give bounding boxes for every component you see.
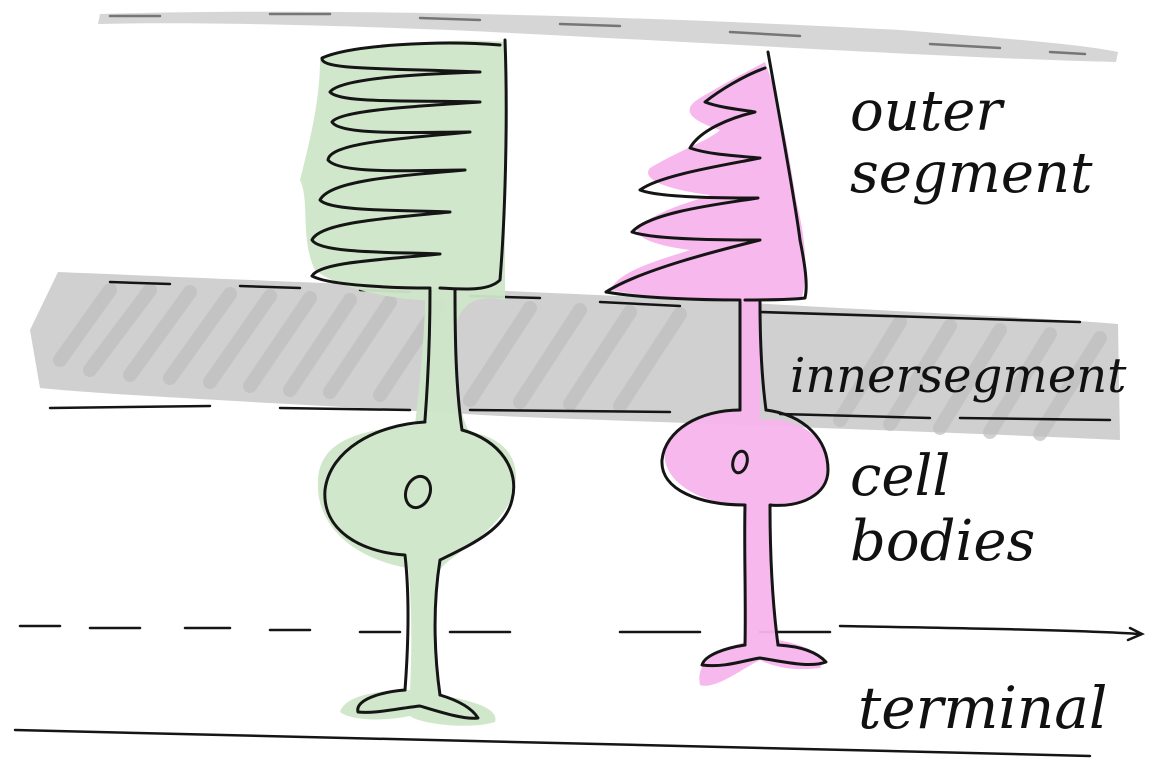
top-gray-band (98, 12, 1118, 62)
label-bodies: bodies (850, 509, 1035, 574)
label-terminal: terminal (858, 674, 1107, 742)
label-cell: cell (850, 444, 950, 509)
label-outer: outer (850, 79, 1005, 144)
label-segment: segment (850, 141, 1093, 206)
label-inner-segment: innersegment (790, 348, 1127, 404)
label-cell-bodies: cell bodies (850, 444, 1035, 574)
label-outer-segment: outer segment (850, 79, 1093, 206)
